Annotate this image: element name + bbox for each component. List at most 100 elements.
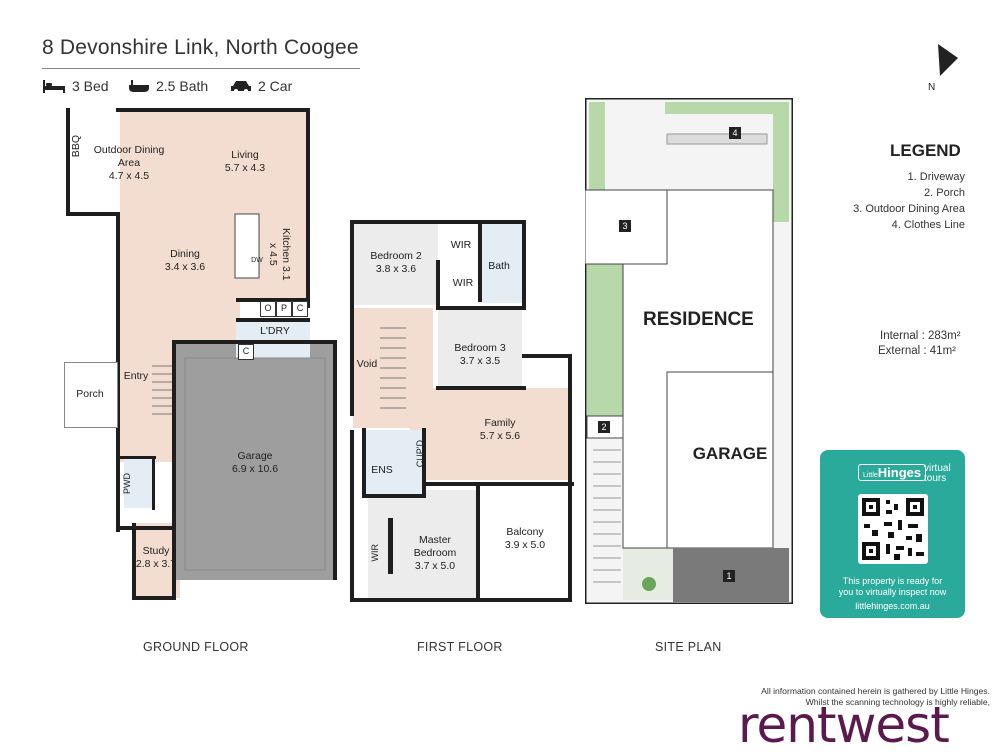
cars-value: 2 Car	[258, 78, 293, 94]
legend-item-outdoor-dining: 3. Outdoor Dining Area	[853, 203, 965, 215]
void-label: Void	[356, 358, 378, 370]
cupboard-label: C	[292, 301, 308, 317]
site-plan-title: SITE PLAN	[655, 640, 722, 654]
site-plan-drawing	[583, 96, 795, 606]
cupboard-label-ff: CUP'D	[414, 440, 425, 468]
beds-value: 3 Bed	[72, 78, 109, 94]
virtual-tour-line2: you to virtually inspect now	[838, 587, 947, 597]
master-bedroom-dims: 3.7 x 5.0	[414, 560, 456, 572]
family-dims: 5.7 x 5.6	[479, 430, 521, 442]
laundry-label: L'DRY	[260, 325, 290, 337]
residence-label: RESIDENCE	[643, 309, 754, 330]
internal-area-label: Internal	[880, 330, 919, 342]
site-garage-label: GARAGE	[692, 444, 768, 463]
rentwest-logo: rentwest	[738, 696, 950, 754]
legend-title: LEGEND	[890, 141, 961, 160]
family-name: Family	[484, 417, 516, 429]
little-hinges-logo-small: Little	[863, 472, 878, 479]
site-plan: RESIDENCE GARAGE 4 3 2 1	[583, 96, 795, 606]
kitchen-name: Kitchen	[280, 227, 292, 263]
virtual-tour-line1: This property is ready for	[842, 576, 943, 586]
garage-dims: 6.9 x 10.6	[231, 463, 279, 475]
qr-code-icon[interactable]	[858, 494, 928, 564]
kitchen-label: Kitchen 3.1 x 4.5	[265, 224, 293, 284]
bedroom3-dims: 3.7 x 3.5	[459, 355, 501, 367]
bed-icon	[43, 80, 65, 93]
beds-stat: 3 Bed	[42, 78, 109, 94]
qr-code-graphic	[862, 498, 924, 560]
living-name: Living	[231, 149, 259, 161]
master-bedroom-name: Master Bedroom	[413, 534, 457, 559]
external-area-value: 41m²	[929, 345, 956, 357]
disclaimer-text: All information contained herein is gath…	[700, 686, 990, 707]
cars-stat: 2 Car	[230, 78, 292, 94]
disclaimer-line2: Whilst the scanning technology is highly…	[805, 696, 990, 707]
wir-bedroom3-label: WIR	[452, 277, 474, 289]
dining-dims: 3.4 x 3.6	[164, 261, 206, 273]
virtual-tours-tag-2: tours	[924, 473, 947, 484]
porch-label: Porch	[76, 388, 104, 400]
study-dims: 2.8 x 3.7	[135, 558, 177, 570]
marker-porch: 2	[598, 421, 610, 433]
outdoor-dining-name: Outdoor Dining Area	[93, 144, 165, 169]
virtual-tours-tag-1: virtual	[924, 463, 951, 474]
external-area: External : 41m²	[878, 345, 956, 357]
laundry-cupboard-label: C	[238, 344, 254, 360]
bath-label: Bath	[488, 260, 510, 272]
wir-master-label: WIR	[369, 544, 380, 562]
powder-room-label: PWD	[121, 472, 132, 494]
ground-floor-title: GROUND FLOOR	[143, 640, 249, 654]
balcony-dims: 3.9 x 5.0	[504, 539, 546, 551]
bedroom3-name: Bedroom 3	[454, 342, 506, 354]
first-floor-title: FIRST FLOOR	[417, 640, 503, 654]
legend-item-porch: 2. Porch	[924, 187, 965, 199]
marker-clothes-line: 4	[729, 127, 741, 139]
entry-label: Entry	[123, 370, 149, 382]
title-divider	[42, 68, 360, 69]
virtual-tour-url[interactable]: littlehinges.com.au	[855, 601, 930, 611]
compass-label: N	[928, 82, 936, 93]
north-compass-icon	[938, 44, 958, 76]
bbq-label: BBQ	[69, 134, 82, 158]
bathtub-icon	[129, 80, 149, 92]
ground-floor-drawing	[66, 108, 337, 600]
marker-outdoor-dining: 3	[619, 220, 631, 232]
disclaimer-line1: All information contained herein is gath…	[761, 686, 990, 696]
outdoor-dining-dims: 4.7 x 4.5	[108, 170, 150, 182]
legend-item-clothes-line: 4. Clothes Line	[891, 219, 965, 231]
dining-name: Dining	[170, 248, 200, 260]
legend-item-driveway: 1. Driveway	[907, 171, 965, 183]
little-hinges-logo-name: Hinges	[877, 465, 922, 480]
porch-area	[64, 362, 118, 428]
external-area-label: External :	[878, 345, 927, 357]
baths-value: 2.5 Bath	[156, 78, 209, 94]
kitchen-dims: 3.1 x 4.5	[267, 242, 292, 281]
car-icon	[231, 81, 251, 93]
bedroom2-dims: 3.8 x 3.6	[375, 263, 417, 275]
baths-stat: 2.5 Bath	[128, 78, 208, 94]
dishwasher-label: DW	[251, 257, 263, 264]
study-name: Study	[142, 545, 170, 557]
pantry-label: P	[276, 301, 292, 317]
internal-area: Internal : 283m²	[880, 330, 961, 342]
little-hinges-logo: LittleHinges	[858, 464, 927, 481]
bedroom2-name: Bedroom 2	[370, 250, 422, 262]
garage-name: Garage	[237, 450, 273, 462]
oven-label: O	[260, 301, 276, 317]
ensuite-label: ENS	[371, 464, 393, 476]
living-dims: 5.7 x 4.3	[224, 162, 266, 174]
